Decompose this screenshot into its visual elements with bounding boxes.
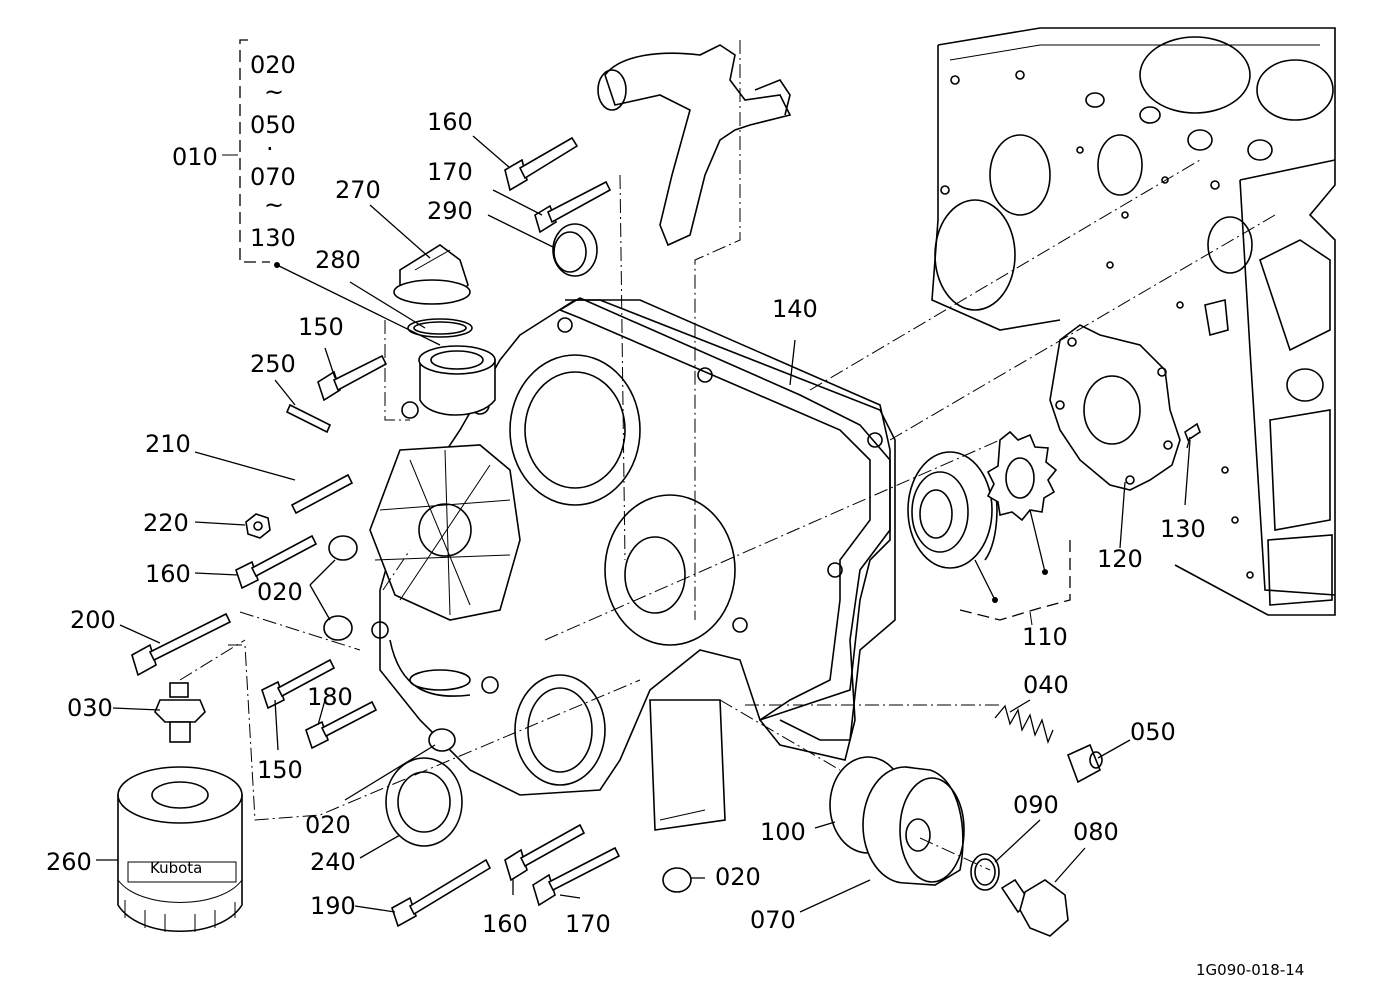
- group-range-050: 050: [250, 111, 296, 139]
- breather-cover: [369, 444, 521, 621]
- oil-filter: Kubota: [117, 766, 243, 932]
- pulley-070: [862, 766, 965, 886]
- callout-030: 030: [67, 694, 113, 722]
- dowels-020: [323, 535, 692, 893]
- filler-neck: [418, 345, 496, 416]
- leader-lines: [96, 39, 1276, 913]
- callout-050: 050: [1130, 718, 1176, 746]
- callout-160-low: 160: [482, 910, 528, 938]
- callouts: 020 ~ 050 · 070 ~ 130 010 160 170 290 27…: [46, 51, 1304, 979]
- group-range-130: 130: [250, 224, 296, 252]
- callout-250: 250: [250, 350, 296, 378]
- callout-020-low: 020: [305, 811, 351, 839]
- water-flange-outline: [597, 44, 792, 247]
- callout-100: 100: [760, 818, 806, 846]
- diagram-code: 1G090-018-14: [1196, 961, 1304, 979]
- relief-seat: [1066, 743, 1103, 784]
- gear-case: [371, 299, 896, 831]
- oil-pump-rotor: [907, 451, 998, 569]
- callout-150-low: 150: [257, 756, 303, 784]
- o-ring-280: [407, 318, 473, 338]
- callout-260: 260: [46, 848, 92, 876]
- fitting-030: [154, 682, 206, 743]
- callout-040: 040: [1023, 671, 1069, 699]
- callout-020-bottom: 020: [715, 863, 761, 891]
- callout-010: 010: [172, 143, 218, 171]
- callout-180: 180: [307, 683, 353, 711]
- callout-220: 220: [143, 509, 189, 537]
- gasket: [558, 297, 891, 761]
- filler-cap: [393, 244, 471, 305]
- plug-290: [552, 223, 598, 277]
- pump-gear: [986, 430, 1058, 522]
- callout-200: 200: [70, 606, 116, 634]
- callout-020-mid: 020: [257, 578, 303, 606]
- callout-160-top: 160: [427, 108, 473, 136]
- pump-cover-plate: [1049, 324, 1181, 491]
- callout-150-top: 150: [298, 313, 344, 341]
- callout-120: 120: [1097, 545, 1143, 573]
- callout-090: 090: [1013, 791, 1059, 819]
- o-ring-090: [970, 853, 1000, 891]
- callout-110: 110: [1022, 623, 1068, 651]
- plug-080: [1000, 878, 1069, 937]
- group-range-070: 070: [250, 163, 296, 191]
- callout-070: 070: [750, 906, 796, 934]
- filter-brand-mark: Kubota: [150, 859, 202, 877]
- group-range-tilde-1: ~: [264, 78, 284, 106]
- callout-140: 140: [772, 295, 818, 323]
- group-range-020: 020: [250, 51, 296, 79]
- callout-160-mid: 160: [145, 560, 191, 588]
- callout-240: 240: [310, 848, 356, 876]
- callout-080: 080: [1073, 818, 1119, 846]
- callout-270: 270: [335, 176, 381, 204]
- callout-170-low: 170: [565, 910, 611, 938]
- callout-280: 280: [315, 246, 361, 274]
- group-range-tilde-2: ~: [264, 191, 284, 219]
- callout-130: 130: [1160, 515, 1206, 543]
- callout-190: 190: [310, 892, 356, 920]
- oil-seal: [385, 757, 463, 847]
- group-range-dot: ·: [266, 135, 274, 163]
- relief-spring: [994, 704, 1054, 744]
- callout-170-top: 170: [427, 158, 473, 186]
- screw-130: [1184, 422, 1201, 449]
- bolts: [131, 136, 621, 928]
- callout-290: 290: [427, 197, 473, 225]
- callout-210: 210: [145, 430, 191, 458]
- engine-block: [931, 27, 1336, 616]
